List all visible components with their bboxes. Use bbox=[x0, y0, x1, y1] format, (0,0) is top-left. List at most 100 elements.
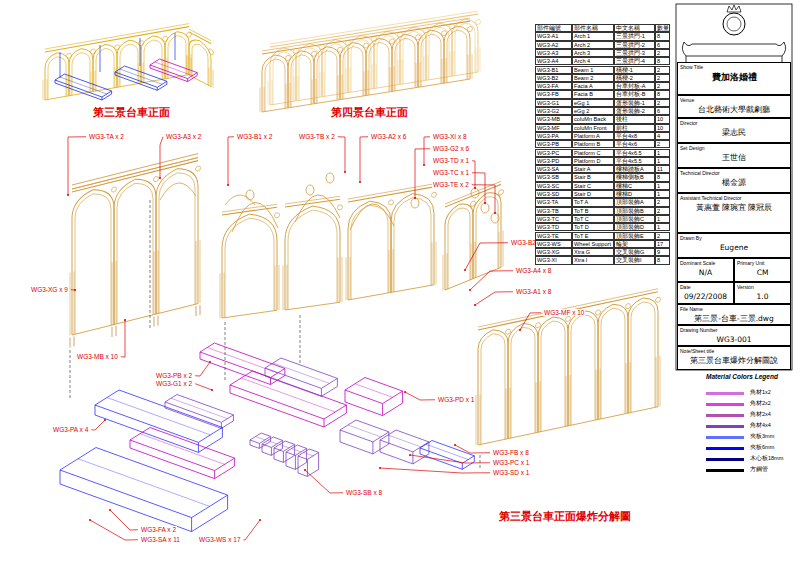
leader-dot bbox=[67, 194, 69, 196]
part-outline bbox=[60, 448, 228, 518]
table-cell: 8 bbox=[655, 57, 670, 65]
part-outline bbox=[78, 459, 210, 507]
table-cell: ToT C bbox=[572, 215, 614, 223]
part-outline bbox=[262, 444, 271, 455]
part-outline bbox=[268, 441, 277, 444]
part-outline bbox=[55, 80, 102, 100]
table-cell: Stair D bbox=[572, 190, 614, 198]
part-outline bbox=[188, 73, 198, 82]
table-cell: 三景拱門-1 bbox=[614, 32, 655, 40]
table-cell: 10 bbox=[655, 124, 670, 132]
table-cell: Platform D bbox=[572, 157, 614, 165]
leader-line bbox=[472, 173, 485, 203]
ornament bbox=[506, 329, 511, 335]
callout-label: WG3-PD x 1 bbox=[437, 396, 475, 403]
part-outline bbox=[280, 445, 289, 448]
legend-swatch bbox=[706, 447, 744, 450]
table-cell: 數量 bbox=[655, 24, 670, 32]
table-cell: WG3-G2 bbox=[535, 107, 572, 115]
part-outline bbox=[60, 77, 107, 94]
callout-label: WG3-A4 x 8 bbox=[515, 267, 552, 274]
part-outline bbox=[220, 273, 224, 319]
part-outline bbox=[72, 161, 198, 192]
table-cell: 2 bbox=[655, 49, 670, 57]
field-label: Note/Sheet title bbox=[680, 348, 788, 354]
table-cell: Stair B bbox=[572, 173, 614, 181]
part-outline bbox=[424, 55, 428, 80]
part-outline bbox=[478, 292, 658, 330]
table-cell: 1 bbox=[655, 149, 670, 157]
table-cell: 部件編號 bbox=[535, 24, 572, 32]
callout-label: WG3-PB x 2 bbox=[155, 372, 193, 379]
leader-line bbox=[470, 271, 513, 290]
leader-dot bbox=[379, 467, 381, 469]
part-outline bbox=[601, 306, 625, 419]
field-value: 第三景台車爆炸分解圖說 bbox=[680, 356, 788, 365]
part-outline bbox=[628, 295, 658, 413]
part-outline bbox=[155, 62, 193, 76]
field-label: File Name bbox=[680, 306, 788, 312]
table-cell: ToT A bbox=[572, 198, 614, 206]
legend-swatch bbox=[706, 403, 744, 406]
leader-line bbox=[71, 289, 75, 290]
legend-text: 夾板6mm bbox=[750, 444, 774, 450]
part-outline bbox=[321, 378, 337, 396]
egg-ornament bbox=[481, 203, 489, 213]
part-outline bbox=[209, 68, 213, 88]
part-outline bbox=[448, 204, 470, 289]
part-outline bbox=[165, 402, 221, 428]
part-outline bbox=[250, 433, 271, 443]
table-cell: 三景拱門-3 bbox=[614, 49, 655, 57]
part-outline bbox=[348, 425, 381, 437]
field-value: 王世信 bbox=[680, 153, 788, 162]
part-outline bbox=[340, 41, 366, 100]
table-cell: 三景拱門-4 bbox=[614, 57, 655, 65]
part-outline bbox=[346, 68, 350, 93]
legend-text: 角材2x2 bbox=[750, 400, 771, 406]
part-outline bbox=[93, 42, 117, 91]
part-outline bbox=[72, 304, 198, 335]
part-outline bbox=[420, 441, 474, 464]
part-outline bbox=[476, 394, 480, 445]
title-block-cell: Venue台北藝術大學戲劇廳 bbox=[677, 95, 791, 118]
part-outline bbox=[324, 405, 346, 427]
legend-text: 木心板18mm bbox=[750, 455, 783, 461]
callout-label: WG3-G1 x 2 bbox=[155, 380, 193, 387]
table-cell: 2 bbox=[655, 198, 670, 206]
part-outline bbox=[262, 18, 470, 51]
part-outline bbox=[95, 390, 222, 442]
callout-label: WG3-XI x 8 bbox=[432, 133, 468, 140]
logo-inner bbox=[727, 17, 741, 31]
field-value: 09/22/2008 bbox=[680, 292, 731, 301]
table-cell: WG3-PA bbox=[535, 132, 572, 140]
part-group bbox=[476, 288, 661, 445]
part-outline bbox=[340, 430, 373, 454]
part-outline bbox=[478, 289, 658, 327]
part-outline bbox=[230, 385, 324, 427]
table-cell: 前柱 bbox=[614, 124, 655, 132]
part-outline bbox=[398, 59, 402, 84]
part-outline bbox=[538, 314, 568, 432]
part-outline bbox=[285, 302, 340, 310]
callout-label: WG3-TE x 2 bbox=[432, 181, 470, 188]
table-cell: 頂部裝飾E bbox=[614, 232, 655, 240]
part-outline bbox=[120, 69, 162, 84]
leader-line bbox=[228, 137, 234, 185]
part-outline bbox=[69, 47, 93, 96]
table-cell: WG3-A3 bbox=[535, 49, 572, 57]
leader-line bbox=[472, 161, 475, 188]
leader-line bbox=[68, 137, 86, 195]
part-outline bbox=[274, 448, 283, 462]
table-cell: ToT B bbox=[572, 207, 614, 215]
ornament bbox=[115, 44, 120, 50]
leader-line bbox=[472, 185, 495, 213]
logo-crown bbox=[727, 5, 741, 12]
table-cell: 台車封板-B bbox=[614, 90, 655, 98]
part-outline bbox=[285, 202, 340, 310]
callout-label: WG3-SA x 11 bbox=[140, 536, 181, 543]
title-block-cell: Primary UnitCM bbox=[734, 258, 791, 282]
egg-ornament bbox=[491, 213, 499, 223]
part-outline bbox=[346, 257, 350, 300]
part-outline bbox=[380, 440, 413, 464]
part-outline bbox=[372, 63, 376, 88]
